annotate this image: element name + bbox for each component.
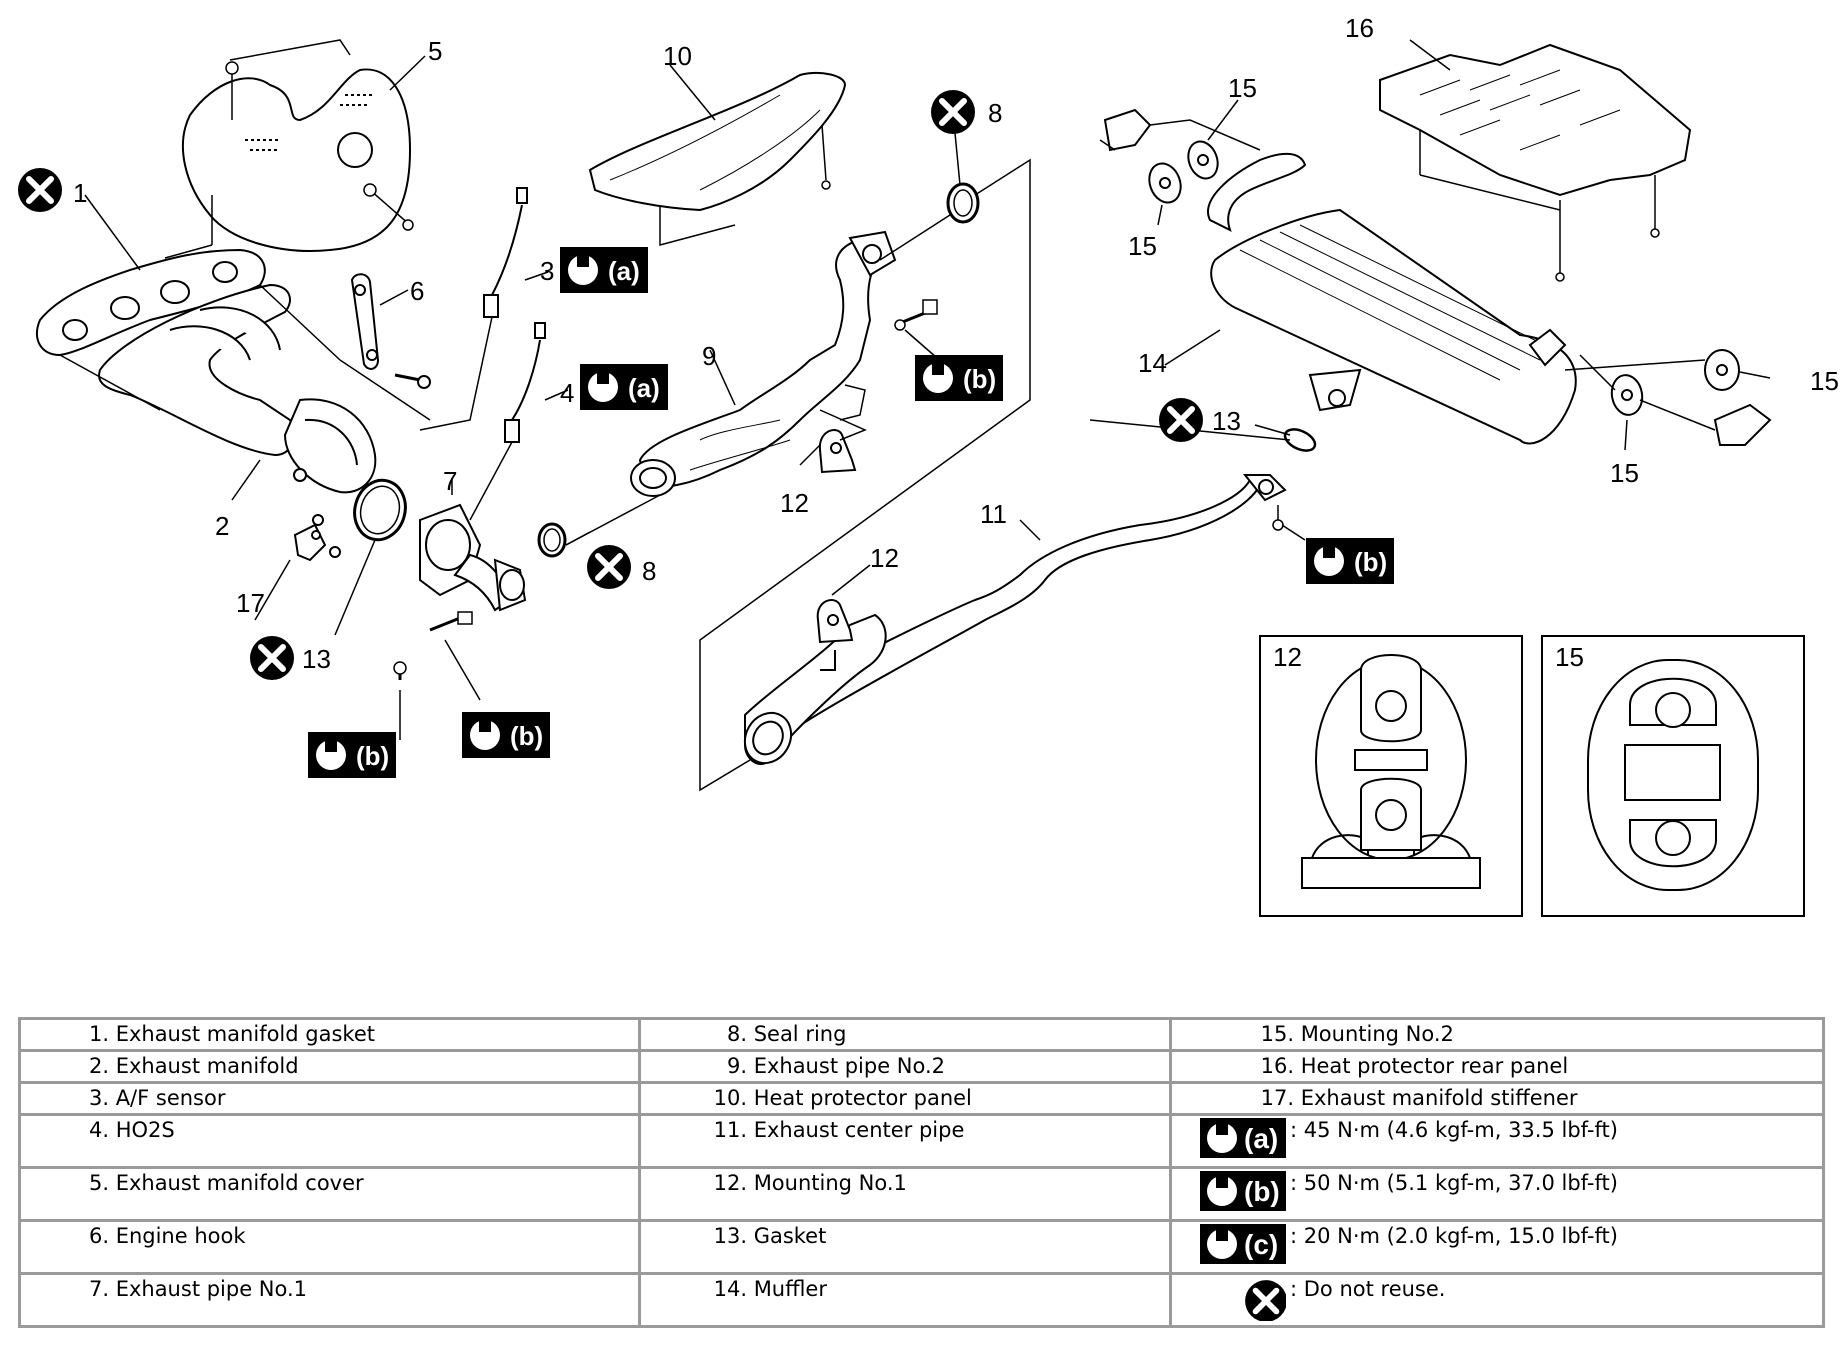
callout-15-right: 15 — [1810, 366, 1839, 396]
torque-spec-a: (a) : 45 N·m (4.6 kgf-m, 33.5 lbf-ft) — [1169, 1113, 1825, 1169]
callout-13-right: 13 — [1212, 406, 1241, 436]
callout-15-bottom: 15 — [1610, 458, 1639, 488]
svg-text:(c): (c) — [1244, 1229, 1278, 1260]
seal-ring-left — [537, 522, 567, 558]
mounting-no1-lower — [816, 599, 854, 671]
exhaust-manifold-gasket — [35, 248, 266, 357]
legend-cell: 12. Mounting No.1 — [638, 1166, 1172, 1222]
heat-protector-panel — [588, 72, 847, 212]
legend-cell: 9. Exhaust pipe No.2 — [638, 1049, 1172, 1084]
svg-text:(b): (b) — [1244, 1176, 1280, 1207]
callout-8-right: 8 — [988, 98, 1002, 128]
callout-1: 1 — [73, 178, 87, 208]
callout-6: 6 — [410, 276, 424, 306]
svg-text:(a): (a) — [628, 373, 660, 403]
exhaust-manifold-cover — [182, 68, 412, 252]
legend-cell: 4. HO2S — [18, 1113, 641, 1169]
exhaust-manifold — [98, 283, 377, 494]
legend-row: 4. HO2S 11. Exhaust center pipe (a) : 45… — [18, 1113, 1825, 1169]
callouts: 1 2 3 4 5 6 7 8 8 9 10 11 12 12 13 13 14… — [73, 13, 1839, 674]
callout-15-top: 15 — [1228, 73, 1257, 103]
legend-row: 6. Engine hook 13. Gasket (c) : 20 N·m (… — [18, 1219, 1825, 1275]
detail-mounting-no2: 15 — [1541, 635, 1805, 917]
callout-14: 14 — [1138, 348, 1167, 378]
exhaust-pipe-no1 — [419, 503, 527, 612]
do-not-reuse-note: : Do not reuse. — [1169, 1272, 1825, 1328]
torque-spec-b: (b) : 50 N·m (5.1 kgf-m, 37.0 lbf-ft) — [1169, 1166, 1825, 1222]
legend-cell: 1. Exhaust manifold gasket — [18, 1017, 641, 1052]
detail-mounting-no1: 12 — [1259, 635, 1523, 917]
af-sensor — [483, 187, 528, 318]
callout-11: 11 — [980, 499, 1007, 529]
muffler — [1207, 152, 1577, 445]
legend-row: 7. Exhaust pipe No.1 14. Muffler : Do no… — [18, 1272, 1825, 1328]
svg-text:(a): (a) — [608, 256, 640, 286]
legend-row: 2. Exhaust manifold 9. Exhaust pipe No.2… — [18, 1049, 1825, 1084]
torque-badge-b-11: (b) — [1306, 538, 1394, 584]
callout-13-left: 13 — [302, 644, 331, 674]
legend-row: 3. A/F sensor 10. Heat protector panel 1… — [18, 1081, 1825, 1116]
legend-cell: 10. Heat protector panel — [638, 1081, 1172, 1116]
callout-10: 10 — [663, 41, 692, 71]
legend-cell: 17. Exhaust manifold stiffener — [1169, 1081, 1825, 1116]
parts-legend-table: 1. Exhaust manifold gasket 8. Seal ring … — [18, 1017, 1825, 1328]
callout-12-upper: 12 — [780, 488, 809, 518]
legend-cell: 11. Exhaust center pipe — [638, 1113, 1172, 1169]
svg-text:(a): (a) — [1244, 1123, 1278, 1154]
torque-c-icon: (c) — [1200, 1224, 1286, 1264]
exhaust-system-diagram: (a) (a) (b) (b) (b) (b) 1 2 3 4 5 6 7 8 … — [0, 13, 1839, 917]
gasket-13-left — [353, 478, 407, 542]
legend-cell: 5. Exhaust manifold cover — [18, 1166, 641, 1222]
legend-row: 1. Exhaust manifold gasket 8. Seal ring … — [18, 1017, 1825, 1052]
callout-8-left: 8 — [642, 556, 656, 586]
legend-cell: 7. Exhaust pipe No.1 — [18, 1272, 641, 1328]
torque-badge-b-7-right: (b) — [462, 712, 550, 758]
torque-badge-b-7-left: (b) — [308, 732, 396, 778]
callout-5: 5 — [428, 36, 442, 66]
engine-hook — [350, 273, 431, 389]
svg-text:(b): (b) — [510, 721, 543, 751]
mounting-no1-upper — [818, 429, 857, 474]
exhaust-manifold-stiffener — [293, 514, 341, 562]
svg-text:(b): (b) — [356, 741, 389, 771]
torque-badge-b-9: (b) — [915, 355, 1003, 401]
torque-badge-a-4: (a) — [580, 364, 668, 410]
legend-cell: 13. Gasket — [638, 1219, 1172, 1275]
svg-text:(b): (b) — [963, 364, 996, 394]
do-not-reuse-icon — [1200, 1277, 1286, 1321]
seal-ring-right — [946, 182, 980, 224]
legend-cell: 16. Heat protector rear panel — [1169, 1049, 1825, 1084]
torque-a-icon: (a) — [1200, 1118, 1286, 1158]
callout-17: 17 — [236, 588, 265, 618]
callout-3: 3 — [540, 256, 554, 286]
callout-12-lower: 12 — [870, 543, 899, 573]
legend-cell: 14. Muffler — [638, 1272, 1172, 1328]
legend-cell: 3. A/F sensor — [18, 1081, 641, 1116]
torque-b-icon: (b) — [1200, 1171, 1286, 1211]
heat-protector-rear-panel — [1379, 43, 1692, 197]
mounting-no2 — [1148, 140, 1740, 416]
exhaust-center-pipe — [743, 474, 1287, 765]
legend-cell: 15. Mounting No.2 — [1169, 1017, 1825, 1052]
callout-9: 9 — [702, 341, 716, 371]
callout-4: 4 — [560, 378, 574, 408]
legend-row: 5. Exhaust manifold cover 12. Mounting N… — [18, 1166, 1825, 1222]
legend-cell: 8. Seal ring — [638, 1017, 1172, 1052]
callout-7: 7 — [443, 466, 457, 496]
callout-2: 2 — [215, 511, 229, 541]
legend-cell: 6. Engine hook — [18, 1219, 641, 1275]
callout-16: 16 — [1345, 13, 1374, 43]
svg-text:(b): (b) — [1354, 547, 1387, 577]
torque-badge-a-3: (a) — [560, 247, 648, 293]
svg-text:12: 12 — [1273, 642, 1302, 672]
callout-15-left: 15 — [1128, 231, 1157, 261]
legend-cell: 2. Exhaust manifold — [18, 1049, 641, 1084]
svg-text:15: 15 — [1555, 642, 1584, 672]
torque-spec-c: (c) : 20 N·m (2.0 kgf-m, 15.0 lbf-ft) — [1169, 1219, 1825, 1275]
ho2s — [504, 322, 546, 443]
exhaust-pipe-no2 — [630, 230, 897, 497]
